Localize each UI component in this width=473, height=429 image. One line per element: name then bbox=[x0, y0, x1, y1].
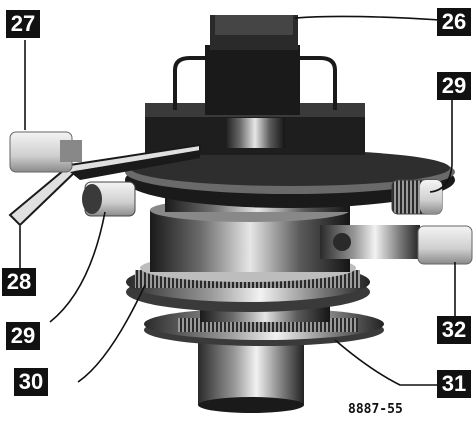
right-knurled-knob bbox=[391, 179, 443, 215]
figure-id: 8887-55 bbox=[348, 402, 403, 417]
iris-disc bbox=[125, 150, 455, 208]
leader-31 bbox=[334, 339, 440, 386]
callout-30: 30 bbox=[14, 368, 48, 396]
callout-29-left: 29 bbox=[6, 322, 40, 350]
callout-31: 31 bbox=[437, 370, 471, 398]
callout-29-right: 29 bbox=[437, 72, 471, 100]
leader-29-right bbox=[429, 100, 453, 193]
callout-28: 28 bbox=[2, 268, 36, 296]
callout-26: 26 bbox=[437, 8, 471, 36]
right-lower-knob bbox=[417, 225, 473, 265]
left-upper-knob bbox=[9, 131, 82, 173]
leader-26 bbox=[294, 15, 441, 21]
top-head bbox=[145, 15, 365, 155]
callout-27: 27 bbox=[6, 10, 40, 38]
leader-30 bbox=[77, 284, 146, 383]
leader-lines bbox=[19, 15, 456, 386]
leader-29-left bbox=[49, 211, 106, 323]
callout-32: 32 bbox=[437, 316, 471, 344]
left-side-knob bbox=[82, 181, 136, 217]
